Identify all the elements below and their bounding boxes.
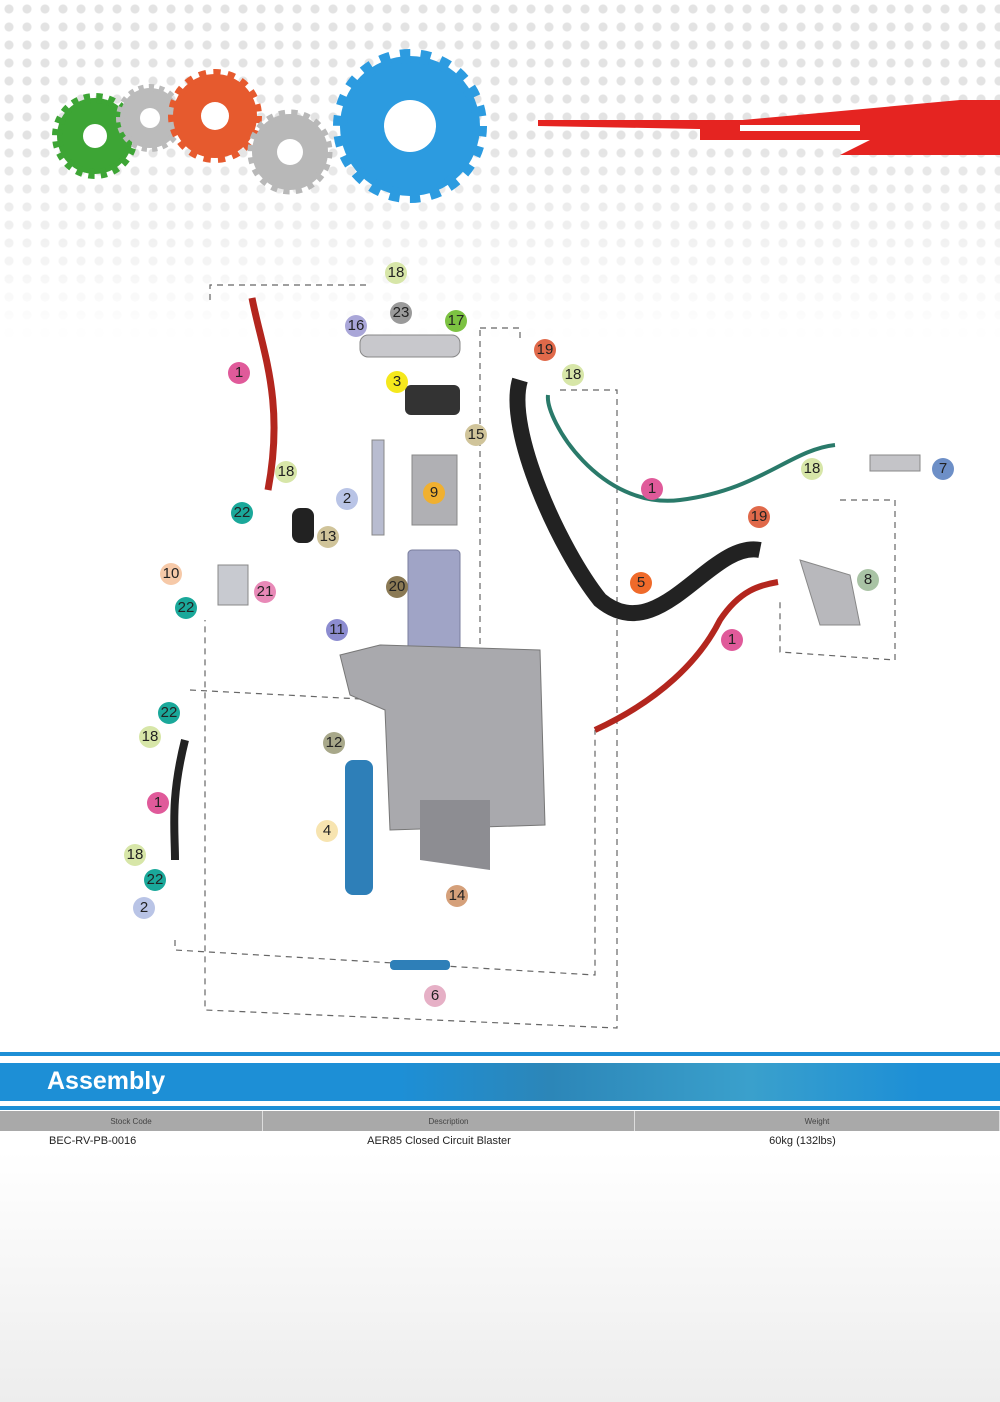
part-number-callout: 14 xyxy=(446,885,468,907)
part-number-callout: 18 xyxy=(124,844,146,866)
part-number-callout: 17 xyxy=(445,310,467,332)
part-number-callout: 22 xyxy=(175,597,197,619)
section-banner: Assembly xyxy=(0,1063,1000,1101)
gear-icon-orange xyxy=(168,69,262,163)
part-number-callout: 3 xyxy=(386,371,408,393)
part-number-callout: 1 xyxy=(721,629,743,651)
header-graphic xyxy=(52,49,1000,203)
part-number-callout: 18 xyxy=(275,461,297,483)
section-title: Assembly xyxy=(47,1067,166,1095)
part-number-callout: 1 xyxy=(228,362,250,384)
part-number-callout: 18 xyxy=(385,262,407,284)
part-number-callout: 2 xyxy=(133,897,155,919)
part-number-callout: 22 xyxy=(158,702,180,724)
red-stripe-graphic xyxy=(538,100,1000,155)
part-number-callout: 19 xyxy=(534,339,556,361)
part-number-callout: 23 xyxy=(390,302,412,324)
part-number-callout: 7 xyxy=(932,458,954,480)
header-weight: Weight xyxy=(635,1111,1000,1131)
part-number-callout: 16 xyxy=(345,315,367,337)
divider xyxy=(0,1106,1000,1110)
gear-icon-blue xyxy=(333,49,487,203)
page-footer-area xyxy=(0,1151,1000,1402)
divider xyxy=(0,1052,1000,1056)
exploded-parts-diagram xyxy=(170,284,921,1029)
gear-icon-grey-2 xyxy=(247,109,333,195)
part-number-callout: 19 xyxy=(748,506,770,528)
cell-weight: 60kg (132lbs) xyxy=(769,1135,836,1147)
part-number-callout: 1 xyxy=(147,792,169,814)
part-number-callout: 10 xyxy=(160,563,182,585)
part-number-callout: 18 xyxy=(562,364,584,386)
cell-description: AER85 Closed Circuit Blaster xyxy=(367,1135,511,1147)
table-header: Stock Code Description Weight xyxy=(0,1111,1000,1131)
header-description: Description xyxy=(263,1111,635,1131)
part-number-callout: 22 xyxy=(231,502,253,524)
header-stock-code: Stock Code xyxy=(0,1111,263,1131)
part-number-callout: 2 xyxy=(336,488,358,510)
part-number-callout: 8 xyxy=(857,569,879,591)
part-number-callout: 21 xyxy=(254,581,276,603)
table-row: BEC-RV-PB-0016 AER85 Closed Circuit Blas… xyxy=(0,1131,1000,1151)
part-number-callout: 4 xyxy=(316,820,338,842)
part-number-callout: 18 xyxy=(139,726,161,748)
part-number-callout: 11 xyxy=(326,619,348,641)
part-number-callout: 5 xyxy=(630,572,652,594)
dotted-background xyxy=(0,0,1000,340)
part-number-callout: 18 xyxy=(801,458,823,480)
part-number-callout: 15 xyxy=(465,424,487,446)
part-number-callout: 9 xyxy=(423,482,445,504)
part-number-callout: 22 xyxy=(144,869,166,891)
part-number-callout: 20 xyxy=(386,576,408,598)
part-number-callout: 1 xyxy=(641,478,663,500)
cell-stock-code: BEC-RV-PB-0016 xyxy=(49,1135,137,1147)
part-number-callout: 6 xyxy=(424,985,446,1007)
part-number-callout: 12 xyxy=(323,732,345,754)
part-number-callout: 13 xyxy=(317,526,339,548)
